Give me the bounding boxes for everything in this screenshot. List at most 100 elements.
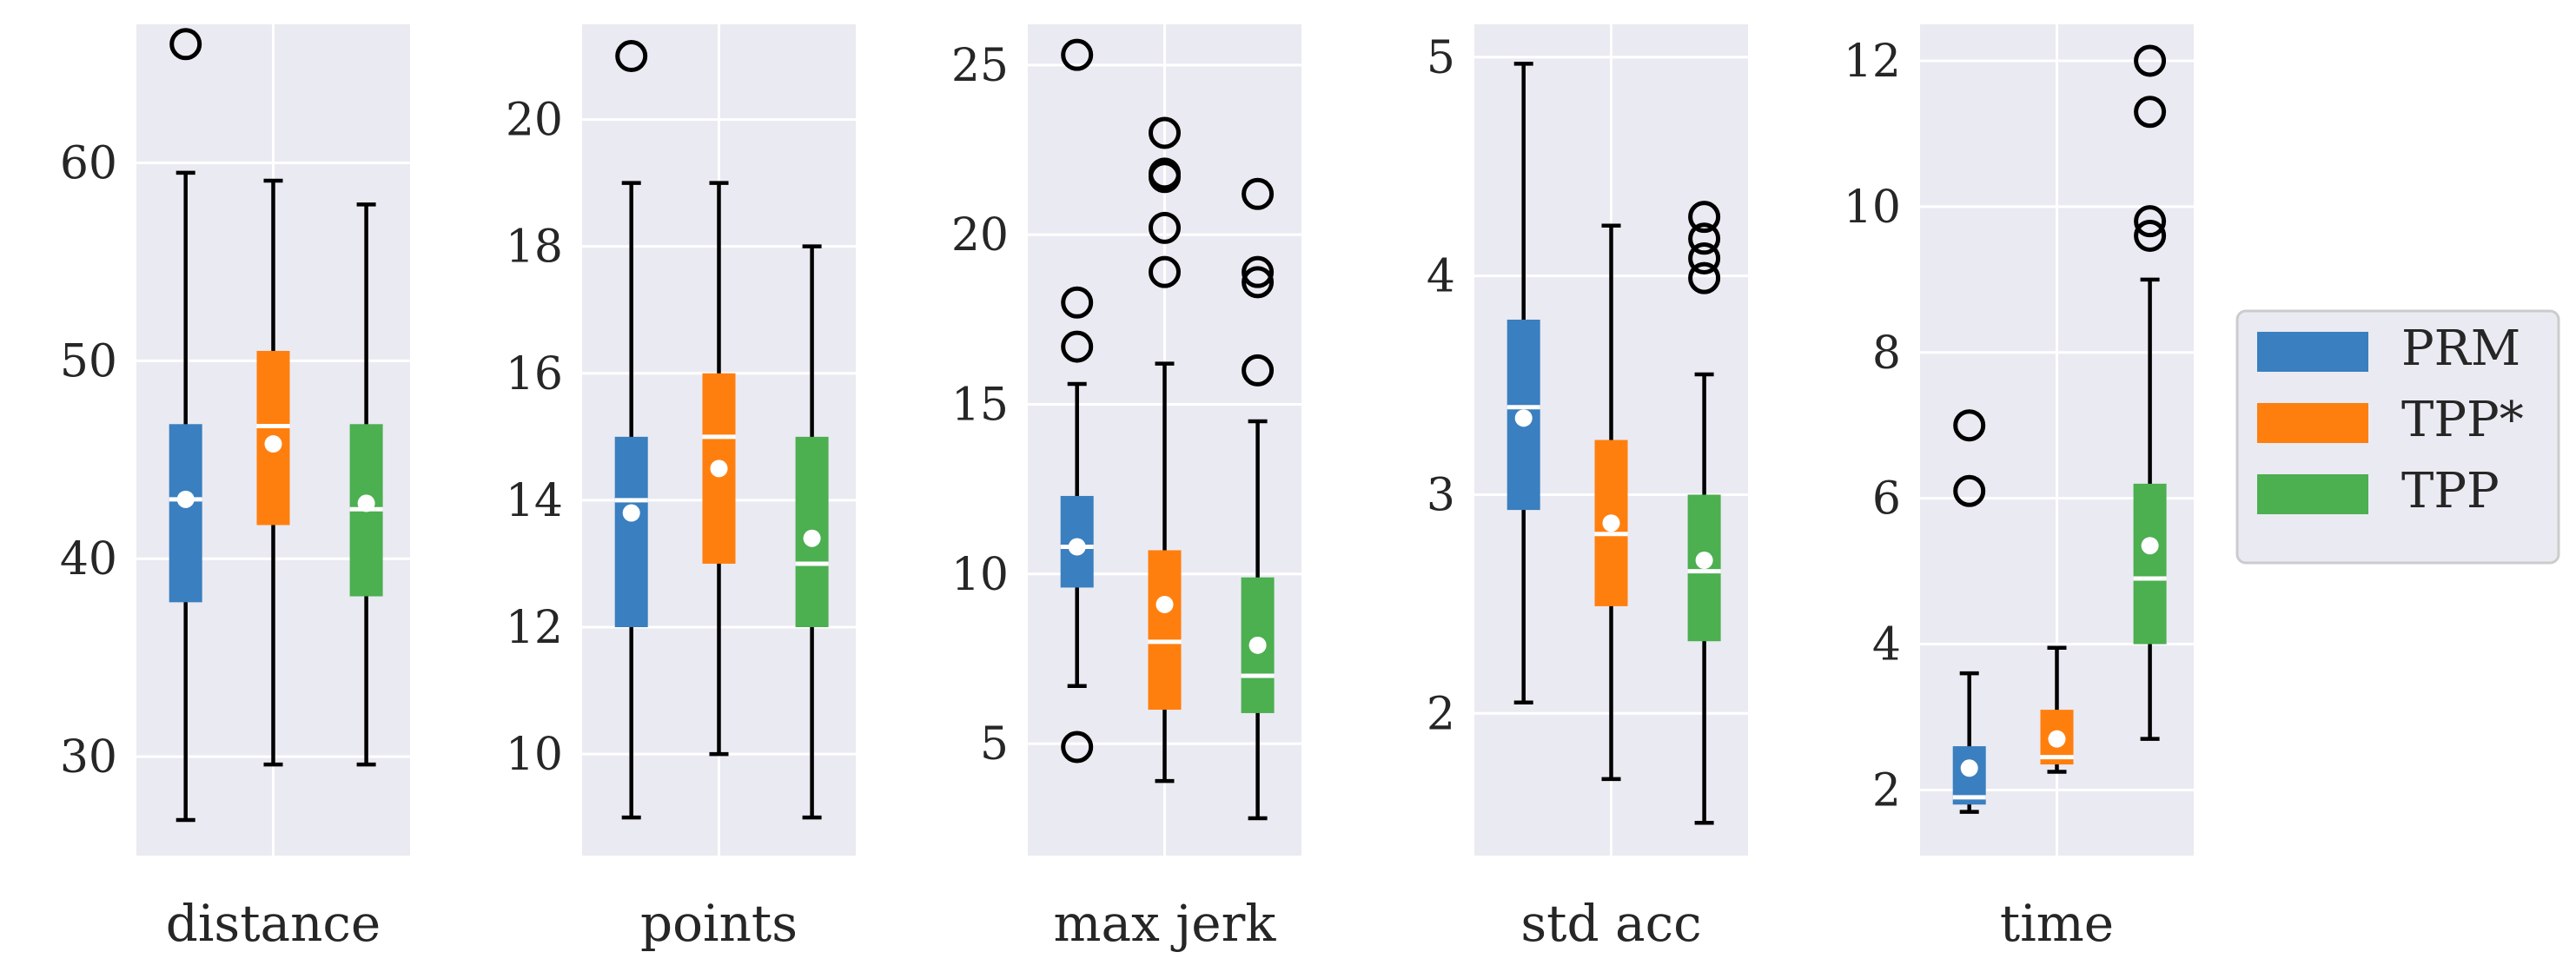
legend-swatch — [2257, 474, 2368, 514]
x-axis-label: points — [640, 894, 798, 953]
y-tick-label: 4 — [1427, 251, 1455, 303]
mean-marker — [622, 504, 640, 522]
mean-marker — [1602, 514, 1620, 532]
outlier-point — [1149, 157, 1181, 190]
outlier-point — [1149, 255, 1181, 288]
y-tick-label: 15 — [951, 379, 1009, 431]
y-tick-label: 14 — [506, 475, 563, 527]
outlier-point — [1688, 261, 1721, 294]
legend-swatch — [2257, 332, 2368, 372]
panel-time: 2 4 6 8 10 12 time — [1844, 24, 2194, 953]
box-body — [1148, 550, 1182, 711]
outlier-point — [169, 28, 202, 61]
box-tpp-star — [1148, 116, 1182, 784]
outlier-point — [1688, 201, 1721, 234]
box-prm — [614, 40, 648, 820]
box-tpp-star — [702, 181, 736, 757]
box-prm — [1952, 409, 1986, 814]
x-axis-label: time — [2000, 894, 2114, 953]
y-tick-label: 40 — [60, 533, 117, 585]
box-tpp — [349, 202, 383, 767]
mean-marker — [176, 490, 195, 508]
x-axis-label: max jerk — [1054, 894, 1277, 953]
legend: PRM TPP* TPP — [2235, 309, 2560, 565]
mean-marker — [1514, 409, 1533, 427]
box-prm — [1060, 38, 1094, 764]
box-body — [169, 424, 202, 603]
outlier-point — [615, 40, 648, 73]
y-tick-label: 12 — [1844, 36, 1901, 88]
mean-marker — [1695, 552, 1713, 570]
y-tick-label: 5 — [980, 718, 1009, 770]
outlier-point — [1688, 222, 1721, 255]
outlier-point — [2134, 205, 2167, 238]
panel-std-acc: 2 3 4 5 std acc — [1427, 24, 1748, 953]
legend-swatch — [2257, 403, 2368, 443]
panels-group: 30405060distance101214161820points510152… — [60, 24, 2194, 953]
outlier-point — [1061, 731, 1094, 764]
y-tick-label: 25 — [951, 40, 1009, 92]
box-tpp — [795, 244, 829, 820]
box-prm — [169, 28, 202, 823]
y-tick-label: 20 — [506, 95, 563, 147]
outlier-point — [2134, 44, 2167, 77]
outlier-point — [2134, 96, 2167, 129]
y-tick-label: 10 — [506, 729, 563, 781]
box-tpp — [1241, 177, 1275, 821]
mean-marker — [357, 494, 375, 512]
box-tpp-star — [1594, 223, 1628, 782]
x-axis-label: distance — [166, 894, 381, 953]
mean-marker — [710, 460, 728, 478]
outlier-point — [1242, 266, 1275, 299]
mean-marker — [264, 435, 282, 453]
y-tick-label: 12 — [506, 602, 563, 654]
box-body — [614, 436, 648, 628]
outlier-point — [1061, 330, 1094, 363]
outlier-point — [1242, 255, 1275, 288]
mean-marker — [2048, 730, 2066, 748]
mean-marker — [2141, 537, 2159, 555]
mean-marker — [1156, 595, 1174, 613]
outlier-point — [1242, 177, 1275, 210]
mean-marker — [1960, 759, 1978, 777]
outlier-point — [1061, 286, 1094, 319]
mean-marker — [1248, 636, 1267, 654]
outlier-point — [1061, 38, 1094, 71]
y-tick-label: 30 — [60, 731, 117, 784]
outlier-point — [1242, 354, 1275, 387]
y-tick-label: 10 — [1844, 182, 1901, 234]
box-tpp-star — [2040, 645, 2074, 774]
box-tpp — [2133, 44, 2167, 741]
y-tick-label: 4 — [1872, 619, 1901, 671]
legend-label: PRM — [2401, 321, 2520, 377]
y-tick-label: 10 — [951, 549, 1009, 601]
mean-marker — [1068, 538, 1086, 556]
y-tick-label: 6 — [1872, 473, 1901, 526]
x-axis-label: std acc — [1520, 894, 1701, 953]
box-body — [2133, 483, 2167, 645]
outlier-point — [2134, 219, 2167, 252]
outlier-point — [1688, 241, 1721, 274]
outlier-point — [1149, 116, 1181, 149]
box-tpp-star — [256, 178, 290, 767]
y-tick-label: 2 — [1872, 764, 1901, 817]
y-tick-label: 60 — [60, 138, 117, 190]
outlier-point — [1149, 211, 1181, 244]
y-tick-label: 5 — [1427, 32, 1455, 84]
panel-distance: 30 40 50 60 distance — [60, 24, 410, 953]
y-tick-label: 50 — [60, 335, 117, 387]
y-tick-label: 3 — [1427, 469, 1455, 521]
outlier-point — [1953, 409, 1986, 442]
legend-label: TPP* — [2401, 392, 2524, 448]
outlier-point — [1953, 474, 1986, 507]
y-tick-label: 18 — [506, 222, 563, 274]
y-tick-label: 2 — [1427, 688, 1455, 740]
box-tpp — [1687, 201, 1721, 825]
box-prm — [1507, 62, 1540, 704]
y-tick-label: 8 — [1872, 327, 1901, 380]
mean-marker — [803, 529, 821, 547]
legend-label: TPP — [2401, 463, 2500, 519]
